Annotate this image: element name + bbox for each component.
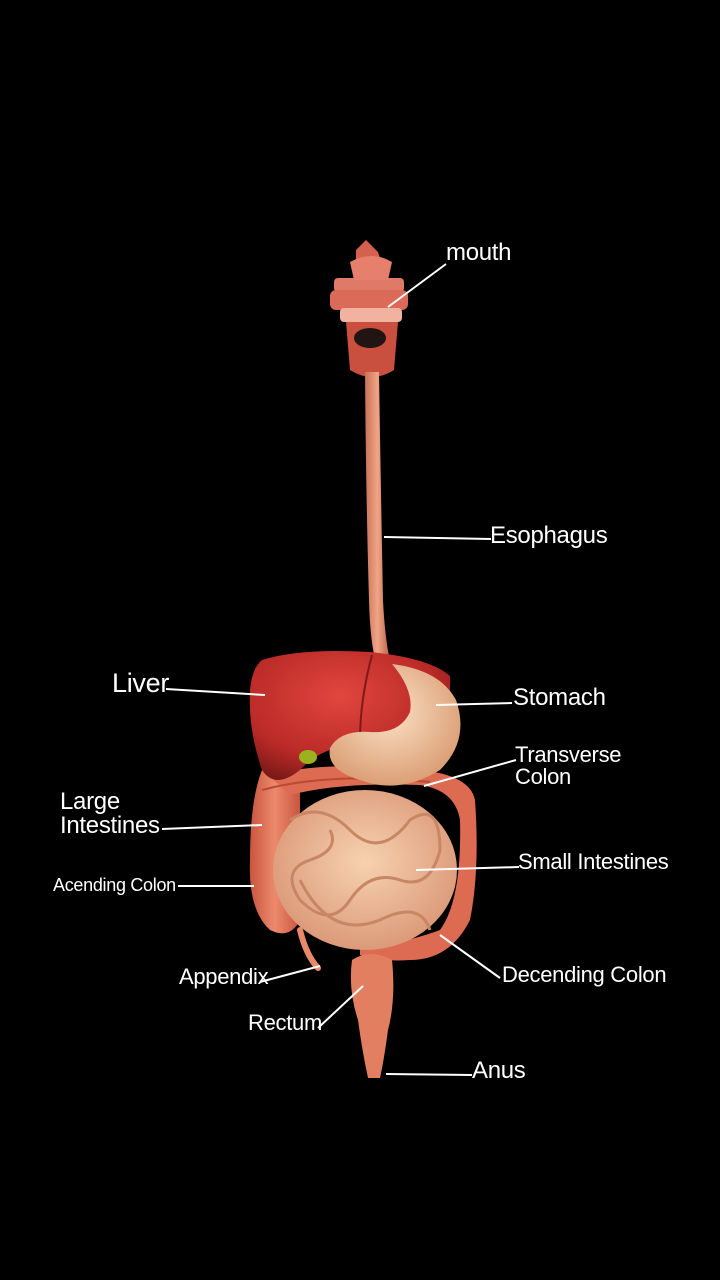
liver-label: Liver	[112, 668, 170, 698]
esophagus-label: Esophagus	[490, 522, 608, 549]
anus-leader	[385, 1073, 473, 1076]
descending-colon-leader	[439, 934, 501, 979]
descending-colon-label: Decending Colon	[502, 962, 667, 987]
esophagus-shape	[365, 372, 390, 664]
rectum-shape	[350, 954, 394, 1078]
liver-shape	[249, 651, 451, 780]
mouth-leader	[387, 263, 447, 308]
ascending-colon-label: Acending Colon	[53, 875, 176, 895]
stomach-shape	[329, 664, 461, 786]
transverse-colon-leader	[423, 759, 517, 787]
mouth-label: mouth	[446, 239, 512, 266]
leader-lines	[161, 263, 520, 1076]
small-intestines-leader	[415, 866, 520, 871]
transverse-colon-label: Transverse Colon	[515, 742, 622, 789]
small-intestine-shape	[273, 790, 457, 950]
gallbladder-shape	[299, 750, 317, 764]
appendix-leader	[259, 965, 321, 983]
stomach-leader	[435, 702, 513, 706]
small-intestines-label: Small Intestines	[518, 849, 669, 874]
mouth-shape	[330, 240, 408, 377]
esophagus-leader	[383, 536, 492, 540]
stomach-label: Stomach	[513, 684, 606, 711]
rectum-label: Rectum	[248, 1010, 322, 1035]
rectum-leader	[317, 985, 364, 1029]
large-intestines-label: Large Intestines	[60, 788, 160, 839]
liver-leader	[165, 688, 266, 696]
anus-label: Anus	[472, 1057, 526, 1084]
large-intestines-leader	[161, 824, 263, 830]
appendix-label: Appendix	[179, 964, 269, 989]
